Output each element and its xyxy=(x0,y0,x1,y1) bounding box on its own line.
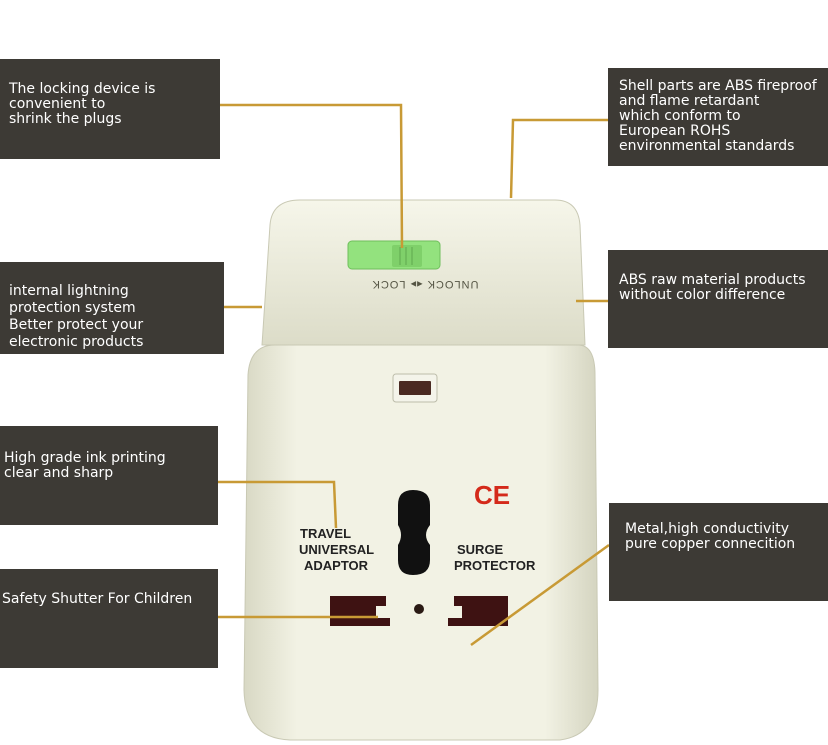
callout-line: ABS raw material products xyxy=(619,272,806,288)
callout-shell-parts: Shell parts are ABS fireproof and flame … xyxy=(608,68,828,166)
ce-mark: CE xyxy=(474,480,510,510)
callout-line: pure copper connecition xyxy=(625,536,796,552)
callout-line: Shell parts are ABS fireproof xyxy=(619,78,817,94)
label-adaptor: ADAPTOR xyxy=(304,558,369,573)
center-socket-slot xyxy=(398,490,430,575)
callout-line: Safety Shutter For Children xyxy=(2,591,193,607)
callout-line: Better protect your xyxy=(9,317,144,333)
callout-line: and flame retardant xyxy=(619,93,760,109)
callout-abs-material: ABS raw material products without color … xyxy=(608,250,828,348)
right-socket-slot xyxy=(448,596,508,626)
callout-line: electronic products xyxy=(9,334,144,350)
label-travel: TRAVEL xyxy=(300,526,351,541)
callout-line: clear and sharp xyxy=(4,465,114,481)
leader-locking xyxy=(220,103,404,249)
callout-copper-connection: Metal,high conductivity pure copper conn… xyxy=(609,503,828,601)
callout-line: European ROHS xyxy=(619,123,731,139)
callout-ink-printing: High grade ink printing clear and sharp xyxy=(0,426,218,525)
callout-line: which conform to xyxy=(619,108,741,124)
callout-lightning-protection: internal lightning protection system Bet… xyxy=(0,262,224,354)
leader-lines xyxy=(218,103,610,647)
callout-line: High grade ink printing xyxy=(4,450,166,466)
lock-slider-grip xyxy=(392,245,422,267)
callout-line: Metal,high conductivity xyxy=(625,521,789,537)
left-socket-slot xyxy=(330,596,390,626)
adapter-top-block xyxy=(261,199,586,346)
callout-line: internal lightning xyxy=(9,283,129,299)
leader-shell xyxy=(509,118,608,199)
callout-line: protection system xyxy=(9,300,136,316)
callout-line: without color difference xyxy=(619,287,786,303)
callout-locking-device: The locking device is convenient to shri… xyxy=(0,59,220,159)
label-surge: SURGE xyxy=(457,542,504,557)
leader-metal xyxy=(470,543,610,647)
label-universal: UNIVERSAL xyxy=(299,542,374,557)
callout-line: convenient to xyxy=(9,96,106,112)
ground-hole xyxy=(414,604,424,614)
label-protector: PROTECTOR xyxy=(454,558,536,573)
callout-line: shrink the plugs xyxy=(9,111,122,127)
lock-label: UNLOCK ◂▸ LOCK xyxy=(372,278,479,290)
callout-line: The locking device is xyxy=(9,81,156,97)
leader-ink xyxy=(218,480,338,529)
callout-safety-shutter: Safety Shutter For Children xyxy=(0,569,218,668)
callout-line: environmental standards xyxy=(619,138,795,154)
